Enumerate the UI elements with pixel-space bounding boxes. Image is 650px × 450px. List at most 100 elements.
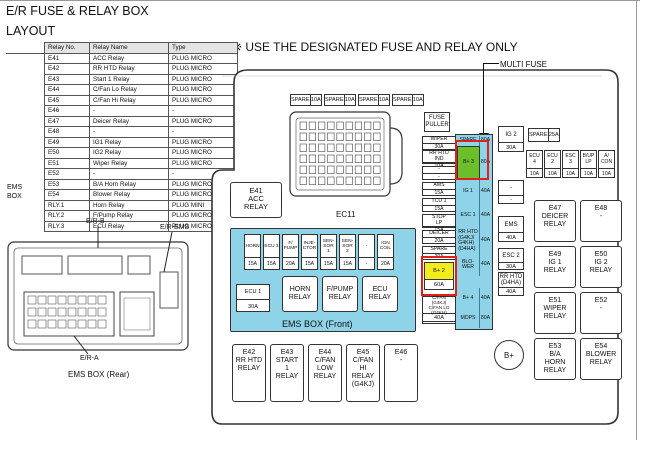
multi-fuse-label: MULTI FUSE [500,60,547,69]
fuse-b-plus-2-amp: 60A [434,282,444,288]
fuse-ems-2-name: F/ PUMP [283,235,298,258]
fuse-right1-3-amp: 40A [506,234,516,241]
strip-fuse-name: RR HTD (G4KJ/ G4KH) (D4HA) [457,228,480,254]
fuse-mid-5[interactable]: STOP LP15A [422,214,456,233]
fuse-spare-25a[interactable]: SPARE 25A [528,128,560,142]
relay-e48: E48 - [580,200,622,242]
fuse-mid-amp: 15A [434,205,444,212]
strip-fuse-4[interactable]: RR HTD (G4KJ/ G4KH) (D4HA)40A [457,228,491,254]
cell-relay-no: E46 [44,105,90,117]
top-rule [0,0,640,1]
fuse-ems-0-amp: 15A [248,261,257,267]
cell-relay-name: - [89,168,169,180]
fuse-right1-4-name: RR HTD (D4HA) [499,274,523,288]
fuse-small-1-amp: 10A [548,170,557,177]
fuse-puller[interactable]: FUSE PULLER [424,112,450,132]
fuse-ems-1-amp: 15A [267,261,276,267]
fuse-right1-1[interactable]: -- [498,180,524,204]
fuse-mid-2[interactable]: -- [422,166,456,180]
cell-relay-name: Blower Relay [89,189,169,201]
fuse-ems-1[interactable]: ECU 3 15A [263,234,280,270]
fuse-b-plus-2-name: B+ 2 [425,263,453,280]
table-row: E52-- [6,168,238,180]
fuse-ems-2-amp: 20A [286,261,295,267]
cell-relay-name: ACC Relay [89,52,169,64]
fuse-cfan[interactable]: C/FAN (G4KJ) C/FAN LO (G4KH) 40A [422,295,456,322]
fuse-right1-2-name: ESC 2 [499,249,523,263]
fuse-small-0-name: ECU 4 [527,151,542,169]
col-relay-name: Relay Name [89,42,169,54]
cell-relay-name: RR HTD Relay [89,63,169,75]
relay-e44: E44 C/FAN LOW RELAY [308,344,342,402]
fuse-top-spare-amp: 10A [378,97,389,103]
fuse-mid-name: SPARE [423,247,455,254]
right-rule [636,0,637,440]
ems-rear-drawing [4,222,196,370]
fuse-b-plus-2[interactable]: B+ 2 60A [424,262,454,290]
relay-e49: E49 IG 1 RELAY [534,246,576,288]
page-subtitle: LAYOUT [6,24,56,38]
ems-relay-0: HORN RELAY [282,276,318,312]
table-spacer [6,200,45,211]
fuse-mid-amp: 30A [434,143,444,150]
fuse-ems-6-amp: - [365,261,368,267]
fuse-mid-1[interactable]: RR HTD IND10A [422,150,456,169]
fuse-top-spare-name: SPARE [393,95,413,105]
fuse-small-2-amp: 10A [566,170,575,177]
ems-rear-caption: EMS BOX (Rear) [68,370,130,379]
fuse-ems-2[interactable]: F/ PUMP 20A [282,234,299,270]
fuse-ems-4-name: SEN- SOR 1 [321,235,336,258]
ems-relay-2: ECU RELAY [362,276,398,312]
fuse-small-1-name: ECU 2 [545,151,560,169]
cell-relay-name: C/Fan Hi Relay [89,94,169,106]
fuse-right1-4-amp: 40A [506,289,516,295]
fuse-ems-1-name: ECU 3 [264,235,279,258]
notice-text: ※ USE THE DESIGNATED FUSE AND RELAY ONLY [232,40,518,54]
fuse-right1-4[interactable]: RR HTD (D4HA)40A [498,272,524,296]
relay-e42: E42 RR HTD RELAY [232,344,266,402]
table-spacer [6,74,45,85]
fuse-ecu1[interactable]: ECU 1 30A [236,284,270,312]
strip-fuse-amp: 80A [480,315,491,322]
fuse-small-2-name: ESC 3 [563,151,578,169]
cell-relay-name: IG2 Relay [89,147,169,159]
relay-e51: E51 WIPER RELAY [534,292,576,334]
fuse-mid-amp: 15A [423,227,455,233]
fuse-ems-6[interactable]: -- [358,234,375,270]
table-spacer [6,127,45,138]
